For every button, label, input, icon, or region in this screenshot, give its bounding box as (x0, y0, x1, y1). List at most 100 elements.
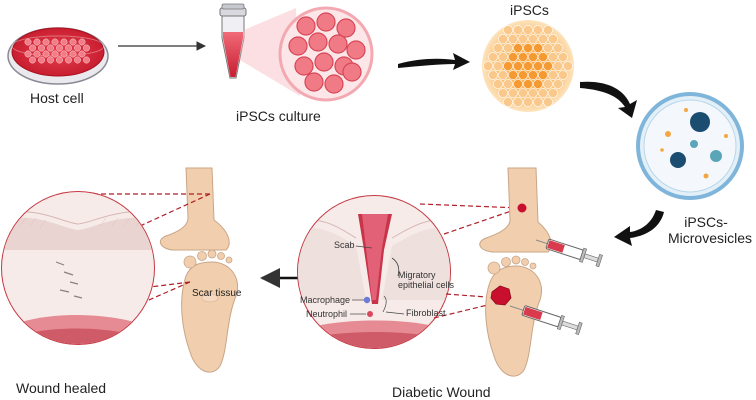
cultured-cell (328, 34, 348, 54)
wound-healed-label: Wound healed (16, 380, 107, 396)
dish-cell (38, 56, 45, 64)
colony-cell (533, 25, 543, 35)
microvesicles-icon (636, 92, 744, 200)
colony-cell (513, 43, 523, 53)
colony-cell (513, 97, 523, 107)
colony-cell (523, 97, 533, 107)
syringe-icon-upper (535, 238, 603, 268)
colony-cell (518, 34, 528, 44)
colony-cell (503, 97, 513, 107)
colony-cell (538, 34, 548, 44)
colony-cell (523, 25, 533, 35)
colony-cell (503, 61, 513, 71)
cultured-cell (304, 72, 324, 92)
colony-cell (533, 97, 543, 107)
cultured-cell (314, 52, 334, 72)
dish-cell (33, 50, 41, 58)
colony-cell (553, 43, 563, 53)
colony-cell (528, 70, 538, 80)
colony-cell (503, 43, 513, 53)
colony-cell (548, 52, 558, 62)
colony-cell (543, 97, 553, 107)
ipsc-culture-label: iPSCs culture (236, 108, 321, 124)
cultured-cell (296, 16, 316, 36)
ipsc-culture-magnified-circle (278, 6, 374, 102)
colony-cell (513, 61, 523, 71)
healed-foot-sole-icon (181, 249, 238, 373)
cultured-cell (308, 32, 328, 52)
cultured-cell (316, 12, 336, 32)
macrophage-label: Macrophage (300, 295, 351, 305)
dish-cell (83, 44, 90, 52)
colony-cell (508, 52, 518, 62)
colony-cell (493, 43, 503, 53)
healed-skin-circle (1, 191, 155, 345)
colony-cell (563, 61, 573, 71)
dish-cell (60, 50, 68, 58)
dish-cell (69, 50, 77, 58)
colony-cell (518, 70, 528, 80)
syringe-icon-lower (509, 305, 583, 335)
colony-cell (538, 52, 548, 62)
dish-cell (74, 44, 81, 52)
colony-cell (533, 61, 543, 71)
dish-cell (65, 56, 72, 64)
colony-cell (523, 79, 533, 89)
dish-cell (42, 38, 50, 46)
colony-cell (543, 79, 553, 89)
wound-foot-sole-icon (485, 255, 542, 377)
dish-cell (60, 38, 68, 46)
colony-cell (518, 52, 528, 62)
cultured-cell (288, 36, 308, 56)
colony-cell (548, 34, 558, 44)
dish-cell (78, 38, 86, 46)
colony-cell (513, 79, 523, 89)
dish-cell (47, 56, 54, 64)
microvesicle (660, 148, 664, 152)
ipscs-label: iPSCs (510, 2, 549, 18)
scar-tissue-label: Scar tissue (192, 288, 242, 299)
wound-leg-icon (479, 167, 552, 253)
colony-cell (508, 34, 518, 44)
colony-cell (523, 43, 533, 53)
arrow-vesicles-to-wound (614, 210, 664, 246)
dish-cell (38, 44, 45, 52)
colony-cell (558, 70, 568, 80)
dish-cell (24, 38, 32, 46)
arrow-ipscs-to-vesicles (580, 81, 637, 118)
colony-cell (488, 70, 498, 80)
host-cell-label: Host cell (30, 90, 84, 106)
cultured-cell (294, 56, 314, 76)
microvesicle (670, 152, 686, 168)
petri-dish-icon (7, 27, 109, 85)
colony-cell (518, 88, 528, 98)
cultured-cell (346, 40, 366, 60)
colony-cell (493, 79, 503, 89)
cultured-cell (342, 62, 362, 82)
microvesicle (684, 108, 688, 112)
colony-cell (493, 61, 503, 71)
dish-cell (24, 50, 32, 58)
diabetic-wound-label: Diabetic Wound (392, 384, 491, 400)
dish-cell (78, 50, 86, 58)
colony-cell (533, 43, 543, 53)
healed-leg-icon (159, 167, 230, 251)
colony-cell (513, 25, 523, 35)
colony-cell (503, 25, 513, 35)
colony-cell (558, 52, 568, 62)
microvesicles-label: iPSCs-Microvesicles (668, 214, 753, 246)
ipsc-colony-icon (482, 20, 574, 112)
colony-cell (498, 70, 508, 80)
microvesicle (710, 150, 722, 162)
dish-cell (29, 44, 36, 52)
dish-cell (56, 56, 63, 64)
foot-ulcer-icon (490, 285, 512, 306)
wound-label-pointers (350, 245, 405, 315)
colony-cell (528, 88, 538, 98)
colony-cell (533, 79, 543, 89)
dish-cell (83, 56, 90, 64)
colony-cell (503, 79, 513, 89)
cultured-cell (324, 74, 344, 94)
